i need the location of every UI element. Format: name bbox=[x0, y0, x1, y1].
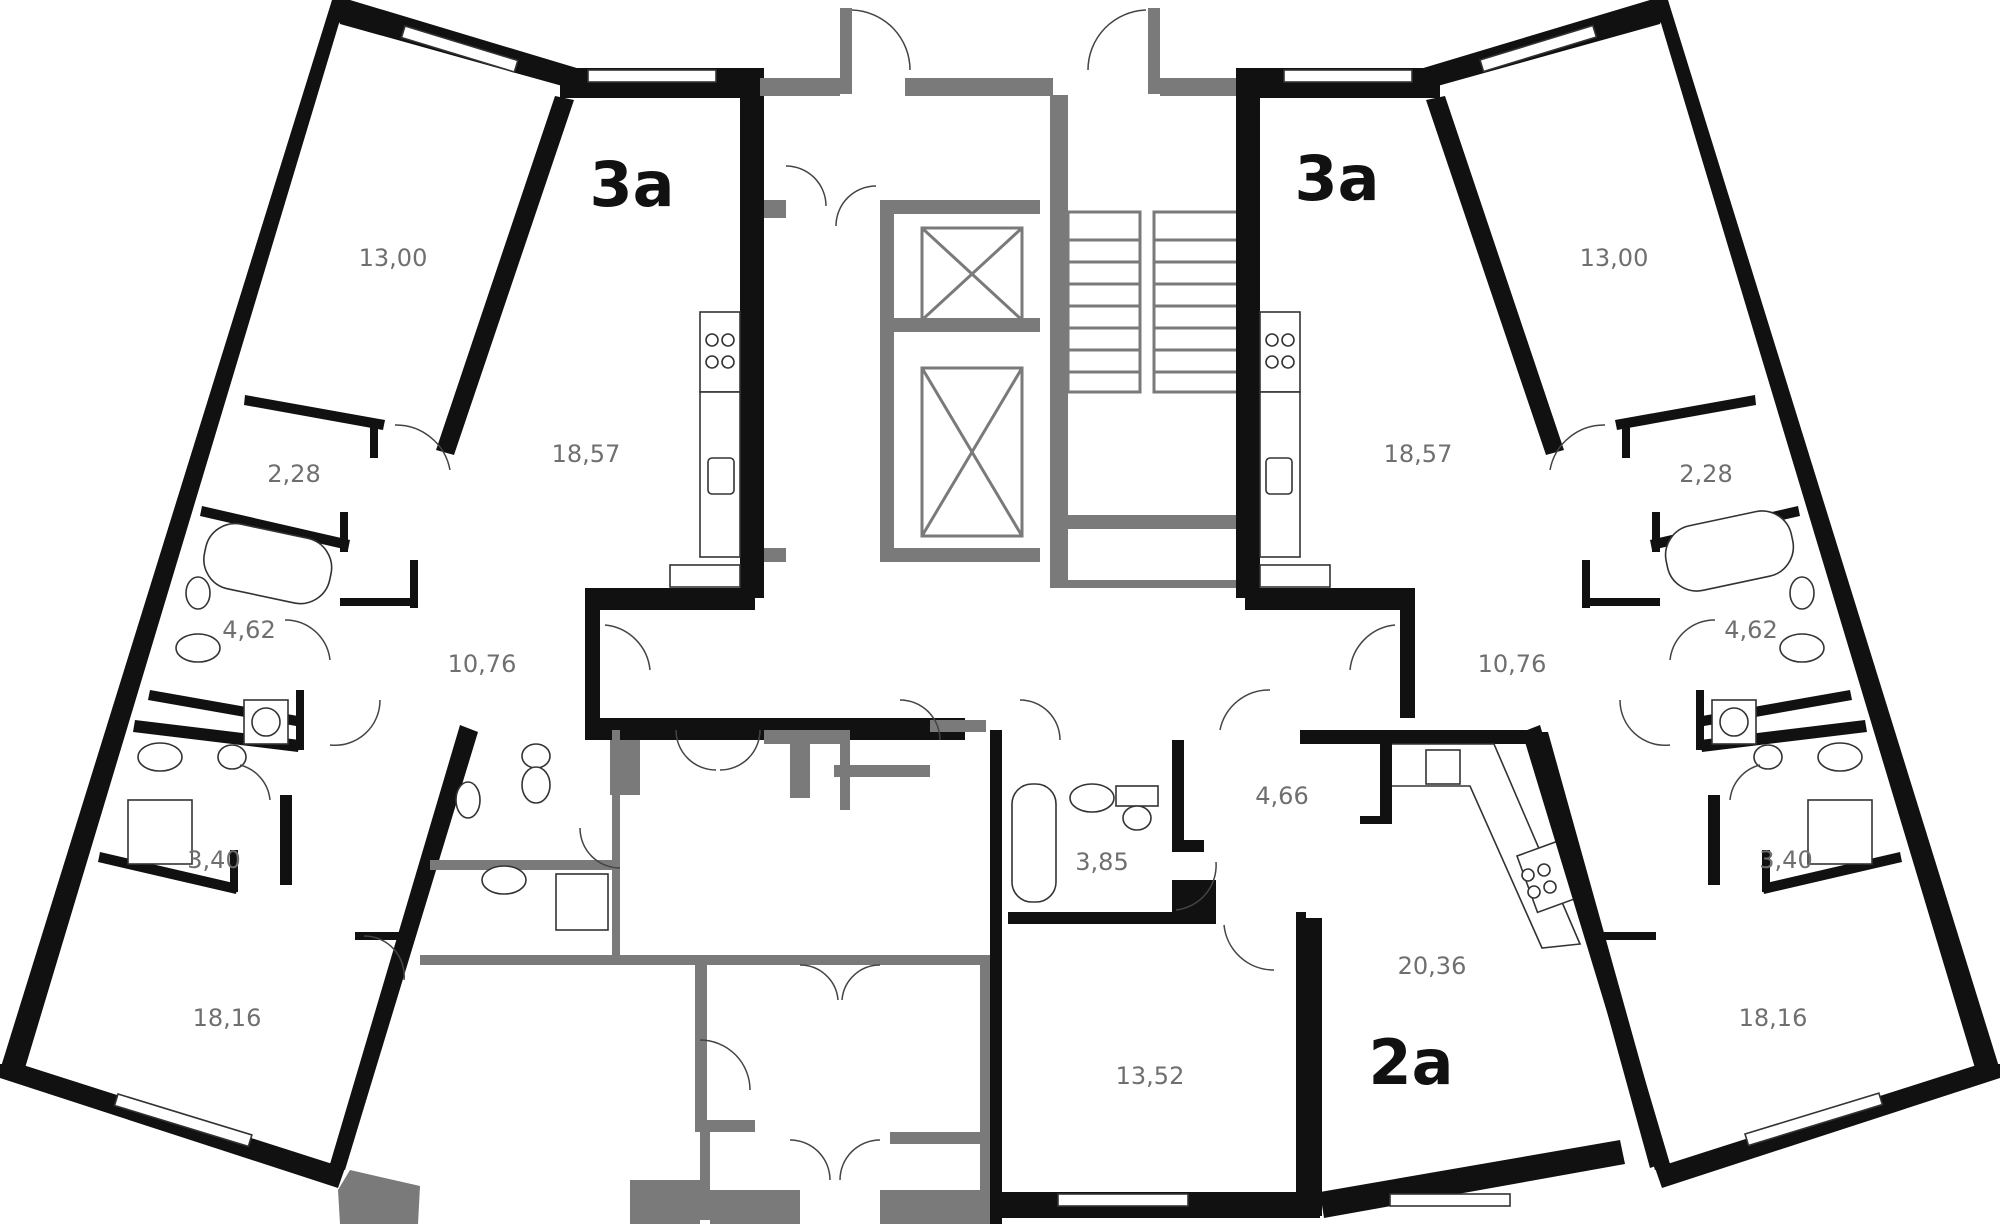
center-unit-windows bbox=[1057, 1193, 1511, 1207]
area-center-hall: 4,66 bbox=[1255, 782, 1308, 810]
area-left-hall: 10,76 bbox=[448, 650, 517, 678]
area-left-shower: 3,40 bbox=[187, 846, 240, 874]
area-right-living: 18,57 bbox=[1384, 440, 1453, 468]
unit-label-right-3a: 3а bbox=[1295, 142, 1380, 215]
left-wing-fixtures bbox=[127, 311, 741, 865]
center-unit-fixtures bbox=[1011, 743, 1582, 949]
area-center-bath: 3,85 bbox=[1075, 848, 1128, 876]
area-left-storage: 2,28 bbox=[267, 460, 320, 488]
area-right-bath: 4,62 bbox=[1724, 616, 1777, 644]
area-left-bath: 4,62 bbox=[222, 616, 275, 644]
area-right-storage: 2,28 bbox=[1679, 460, 1732, 488]
area-left-bedroom-bottom: 18,16 bbox=[193, 1004, 262, 1032]
area-right-hall: 10,76 bbox=[1478, 650, 1547, 678]
core-fixtures bbox=[455, 743, 609, 931]
elevators bbox=[920, 226, 1024, 538]
unit-label-center-2a: 2а bbox=[1369, 1026, 1454, 1099]
room-area-labels: 13,00 18,57 2,28 4,62 10,76 3,40 18,16 1… bbox=[187, 244, 1812, 1090]
area-right-bedroom-bottom: 18,16 bbox=[1739, 1004, 1808, 1032]
left-wing-doors bbox=[239, 424, 651, 981]
area-center-kitchen: 20,36 bbox=[1398, 952, 1467, 980]
core-doors bbox=[579, 9, 1147, 1181]
area-center-bedroom: 13,52 bbox=[1116, 1062, 1185, 1090]
right-wing-windows bbox=[1283, 24, 1884, 1147]
right-wing-fixtures bbox=[1259, 311, 1873, 865]
area-left-bedroom-top: 13,00 bbox=[359, 244, 428, 272]
area-left-living: 18,57 bbox=[552, 440, 621, 468]
right-wing-doors bbox=[1349, 424, 1761, 801]
unit-label-left-3a: 3а bbox=[590, 148, 675, 221]
left-wing-windows bbox=[113, 25, 717, 1148]
left-wing-walls bbox=[0, 0, 965, 1188]
right-wing-walls bbox=[1236, 0, 2000, 1188]
area-right-bedroom-top: 13,00 bbox=[1580, 244, 1649, 272]
stairwell bbox=[1066, 210, 1240, 394]
area-right-shower: 3,40 bbox=[1759, 846, 1812, 874]
core-walls bbox=[338, 8, 1240, 1224]
center-unit-doors bbox=[1175, 689, 1275, 971]
unit-labels: 3а 3а 2а bbox=[590, 142, 1454, 1099]
